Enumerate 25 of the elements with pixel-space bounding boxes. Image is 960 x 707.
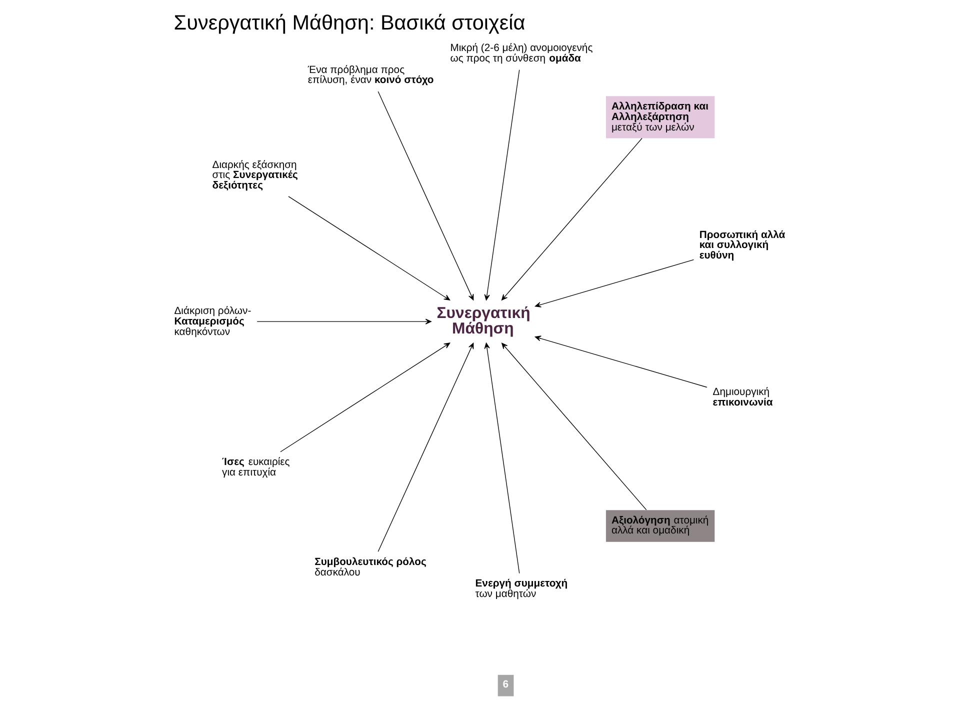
arrow [501, 138, 642, 300]
node-text: Ένα πρόβλημα προς επίλυση, έναν κοινό στόχο [308, 64, 434, 86]
node-text: Προσωπική αλλά και συλλογική ευθύνη [699, 230, 786, 262]
arrow [378, 342, 474, 552]
arrow [534, 336, 708, 388]
arrow [288, 196, 450, 300]
node-text: Συνεργατική Μάθηση [436, 304, 530, 338]
node-text: Δημιουργική επικοινωνία [712, 387, 773, 408]
diagram-title: Συνεργατική Μάθηση: Βασικά στοιχεία [174, 12, 526, 35]
arrow [484, 69, 520, 300]
label: 6 [502, 680, 509, 691]
node-text: Διαρκής εξάσκηση στις Συνεργατικές δεξιότητες [212, 160, 298, 192]
arrow [502, 342, 647, 510]
node-text: Ενεργή συμμετοχή των μαθητών [475, 578, 568, 600]
node-text: Συμβουλευτικός ρόλος δασκάλου [314, 556, 426, 578]
arrow [484, 342, 520, 574]
arrow [256, 318, 432, 324]
node-box: Αξιολόγηση ατομική αλλά και ομαδική [606, 510, 715, 542]
arrow [280, 342, 450, 452]
node-text: Διάκριση ρόλων- Καταμερισμός καθηκόντων [174, 306, 252, 338]
node-text: Ίσες ευκαιρίες για επιτυχία [222, 457, 290, 478]
node-text: Μικρή (2-6 μέλη) ανομοιογενής ως προς τη σύνθεση ομάδα [450, 43, 593, 65]
arrow [378, 91, 474, 300]
arrow [534, 259, 694, 308]
node-box: Αλληλεπίδραση και Αλληλεξάρτηση μεταξύ των μελών [606, 96, 715, 138]
